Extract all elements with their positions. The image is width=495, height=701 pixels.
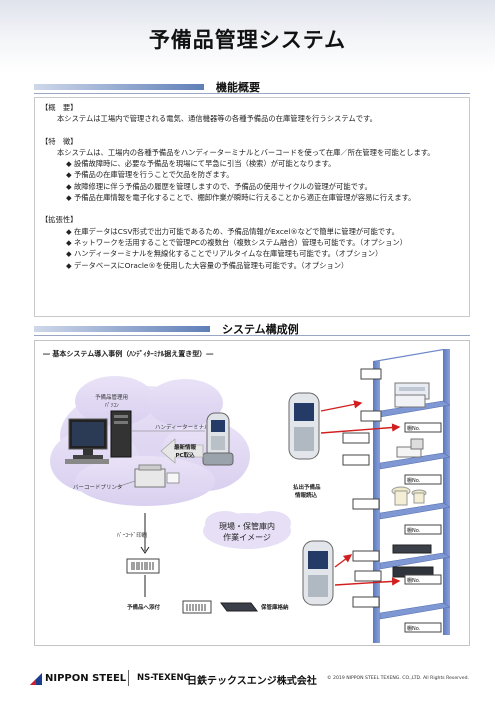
overview-box: 【概 要】 本システムは工場内で管理される電気、通信機器等の各種予備品の在庫管理… — [34, 97, 470, 317]
section-underline — [34, 335, 470, 336]
barcode-printer-icon — [134, 464, 180, 488]
spare-part-icon — [396, 438, 424, 458]
overview-section-title: 機能概要 — [216, 81, 260, 94]
kakucho-item: ◆ 在庫データはCSV形式で出力可能であるため、予備品情報がExcel®などで簡… — [66, 226, 399, 236]
nippon-steel-brand: NIPPON STEEL — [45, 673, 127, 684]
tokucho-text: 本システムは、工場内の各種予備品をハンディーターミナルとバーコードを使って在庫／… — [57, 147, 435, 157]
tokucho-item: ◆ 設備故障時に、必要な予備品を現場にて早急に引当（検索）が可能となります。 — [66, 159, 336, 169]
bullet-icon: ◆ — [66, 170, 72, 180]
svg-text:棚No.: 棚No. — [407, 577, 421, 584]
bullet-icon: ◆ — [66, 159, 72, 169]
barcode-label-icon — [182, 600, 212, 614]
printer-label: バーコードプリンタ — [73, 483, 123, 491]
gaiyo-heading: 【概 要】 — [41, 103, 78, 112]
issue-label: 払出予備品 — [293, 483, 321, 491]
network-switch-icon — [220, 602, 258, 612]
kakucho-item: ◆ ネットワークを活用することで管理PCの複数台（複数システム融合）管理も可能で… — [66, 237, 407, 247]
pc-label: ﾊﾟｿｺﾝ — [105, 402, 119, 409]
tokucho-item: ◆ 予備品の在庫管理を行うことで欠品を防ぎます。 — [66, 170, 234, 180]
svg-text:棚No.: 棚No. — [407, 527, 421, 534]
bullet-icon: ◆ — [66, 226, 72, 236]
page-title: 予備品管理システム — [148, 28, 347, 52]
ns-texeng-brand: NS-TEXENG — [137, 673, 191, 683]
shelf-number-tag: 棚No. — [404, 524, 442, 535]
barcode-print-label: ﾊﾞｰｺｰﾄﾞ印刷 — [117, 531, 148, 539]
copyright: © 2019 NIPPON STEEL TEXENG. CO.,LTD. All… — [327, 676, 469, 681]
cloud-label: 作業イメージ — [223, 532, 271, 542]
system-section-title: システム構成例 — [222, 323, 299, 336]
computer-icon — [65, 410, 132, 464]
tokucho-heading: 【特 徴】 — [41, 136, 78, 146]
header-band: 予備品管理システム — [0, 0, 495, 72]
system-diagram: ― 基本システム導入事例（ﾊﾝﾃﾞｨﾀｰﾐﾅﾙ据え置き型）― 予備品管理用 ﾊﾟ… — [34, 340, 470, 646]
spare-part-icon — [394, 394, 426, 408]
bullet-icon: ◆ — [66, 260, 72, 270]
handy-terminal-icon — [302, 540, 334, 606]
overview-text: 【概 要】 本システムは工場内で管理される電気、通信機器等の各種予備品の在庫管理… — [41, 102, 435, 271]
gaiyo-text: 本システムは工場内で管理される電気、通信機器等の各種予備品の在庫管理を行うシステ… — [57, 114, 377, 124]
bullet-icon: ◆ — [66, 249, 72, 259]
kakucho-item: ◆ ハンディーターミナルを無線化することでリアルタイムな在庫管理も可能です。（オ… — [66, 249, 383, 259]
tokucho-item: ◆ 予備品在庫情報を電子化することで、棚卸作業が瞬時に行えることから適正在庫管理… — [66, 193, 416, 203]
transfer-label: 最新情報 — [174, 443, 197, 451]
shelf-number-tag: 棚No. — [404, 474, 442, 485]
kakucho-item: ◆ データベースにOracle®を使用した大容量の予備品管理も可能です。（オプシ… — [66, 260, 349, 270]
nippon-steel-logo-icon — [30, 673, 42, 685]
system-diagram-svg: ― 基本システム導入事例（ﾊﾝﾃﾞｨﾀｰﾐﾅﾙ据え置き型）― 予備品管理用 ﾊﾟ… — [43, 349, 451, 643]
spare-part-icon — [391, 486, 427, 506]
svg-text:棚No.: 棚No. — [407, 477, 421, 484]
svg-text:棚No.: 棚No. — [407, 425, 421, 432]
section-bar — [34, 326, 210, 332]
shelf-number-tag: 棚No. — [404, 574, 442, 585]
footer: NIPPON STEEL NS-TEXENG 日鉄テックスエンジ株式会社 © 2… — [0, 662, 495, 701]
storage-label: 保管庫格納 — [260, 603, 289, 611]
spare-part-icon — [392, 544, 432, 554]
transfer-arrow: 最新情報 PC取込 — [160, 438, 204, 464]
transfer-label: PC取込 — [175, 451, 195, 459]
section-underline — [34, 93, 470, 94]
scan-arrows — [320, 400, 401, 586]
issue-label: 情報読込 — [295, 491, 318, 499]
pc-label: 予備品管理用 — [95, 393, 128, 401]
barcode-label-icon — [126, 558, 160, 574]
svg-text:棚No.: 棚No. — [407, 625, 421, 632]
work-image-cloud: 現場・保管庫内 作業イメージ — [203, 511, 291, 549]
section-bar — [34, 84, 204, 90]
bullet-icon: ◆ — [66, 181, 72, 191]
company-name: 日鉄テックスエンジ株式会社 — [187, 676, 317, 687]
bullet-icon: ◆ — [66, 193, 72, 203]
footer-divider — [128, 670, 129, 686]
overview-section-header: 機能概要 — [34, 80, 470, 94]
shelf-number-tag: 棚No. — [404, 422, 442, 433]
diagram-heading: ― 基本システム導入事例（ﾊﾝﾃﾞｨﾀｰﾐﾅﾙ据え置き型）― — [43, 349, 213, 358]
tokucho-item: ◆ 故障修理に伴う予備品の履歴を管理しますので、予備品の使用サイクルの管理が可能… — [66, 181, 372, 191]
handy-terminal-icon — [288, 392, 320, 460]
handy-label: ハンディーターミナル — [155, 423, 210, 431]
shelf-barcode-tags — [342, 368, 382, 608]
shelf-number-tag: 棚No. — [404, 622, 442, 633]
handy-terminal-cradle-icon — [202, 412, 234, 466]
cloud-label: 現場・保管庫内 — [219, 521, 275, 531]
attach-label: 予備品へ添付 — [127, 603, 161, 611]
bullet-icon: ◆ — [66, 237, 72, 247]
kakucho-heading: 【拡張性】 — [41, 215, 78, 225]
system-section-header: システム構成例 — [34, 322, 470, 336]
